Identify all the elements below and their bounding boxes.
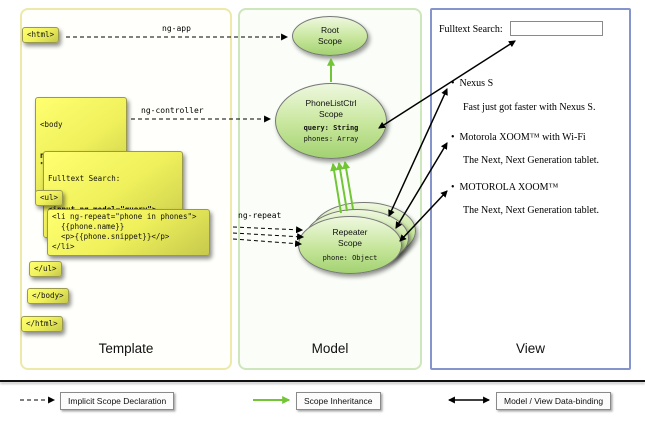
root-scope-title: Root Scope <box>317 25 343 46</box>
model-column-label: Model <box>311 341 349 356</box>
legend-separator-line <box>0 380 645 382</box>
view-column-label: View <box>515 341 546 356</box>
view-item-title: • Nexus S <box>451 78 493 89</box>
ng-controller-label: ng-controller <box>141 106 204 115</box>
view-item-title-text: Motorola XOOM™ with Wi-Fi <box>459 132 586 143</box>
view-item-title: • MOTOROLA XOOM™ <box>451 182 558 193</box>
view-item-desc: Fast just got faster with Nexus S. <box>463 102 596 113</box>
fulltext-search-input[interactable] <box>510 21 603 36</box>
view-item-title: • Motorola XOOM™ with Wi-Fi <box>451 132 586 143</box>
repeater-scope-title: Repeater Scope <box>332 227 368 248</box>
view-item-title-text: MOTOROLA XOOM™ <box>459 182 559 193</box>
fulltext-search-label: Fulltext Search: <box>439 24 503 35</box>
template-column-label: Template <box>98 341 154 356</box>
bullet-icon: • <box>451 78 455 89</box>
ng-app-label: ng-app <box>162 24 191 33</box>
phonelistctrl-scope-node: PhoneListCtrl Scope query: String phones… <box>275 83 387 159</box>
repeater-scope-node: Repeater Scope phone: Object <box>298 216 402 274</box>
code-html-open: <html> <box>22 27 60 44</box>
phonelistctrl-prop-phones: phones: Array <box>303 134 359 143</box>
phonelistctrl-prop-query: query: String <box>303 124 359 133</box>
view-item-title-text: Nexus S <box>459 78 494 89</box>
model-column: Model <box>238 8 422 370</box>
bullet-icon: • <box>451 132 455 143</box>
code-html-close: </html> <box>21 316 63 333</box>
code-body-tag: <body <box>40 120 63 130</box>
legend-inheritance-label: Scope Inheritance <box>296 392 381 410</box>
code-li-repeat: <li ng-repeat="phone in phones"> {{phone… <box>47 209 210 256</box>
bullet-icon: • <box>451 182 455 193</box>
code-body-close: </body> <box>27 288 69 305</box>
code-ul-close: </ul> <box>29 261 62 278</box>
legend-binding-label: Model / View Data-binding <box>496 392 612 410</box>
root-scope-node: Root Scope <box>292 16 368 56</box>
view-item-desc: The Next, Next Generation tablet. <box>463 205 600 216</box>
ng-repeat-label: ng-repeat <box>238 211 282 220</box>
view-item-desc: The Next, Next Generation tablet. <box>463 155 600 166</box>
code-ul-open: <ul> <box>35 190 64 207</box>
phonelistctrl-scope-title: PhoneListCtrl Scope <box>305 98 357 119</box>
legend-implicit-label: Implicit Scope Declaration <box>60 392 175 410</box>
repeater-prop-phone: phone: Object <box>322 253 378 262</box>
code-search-label: Fulltext Search: <box>48 174 121 184</box>
